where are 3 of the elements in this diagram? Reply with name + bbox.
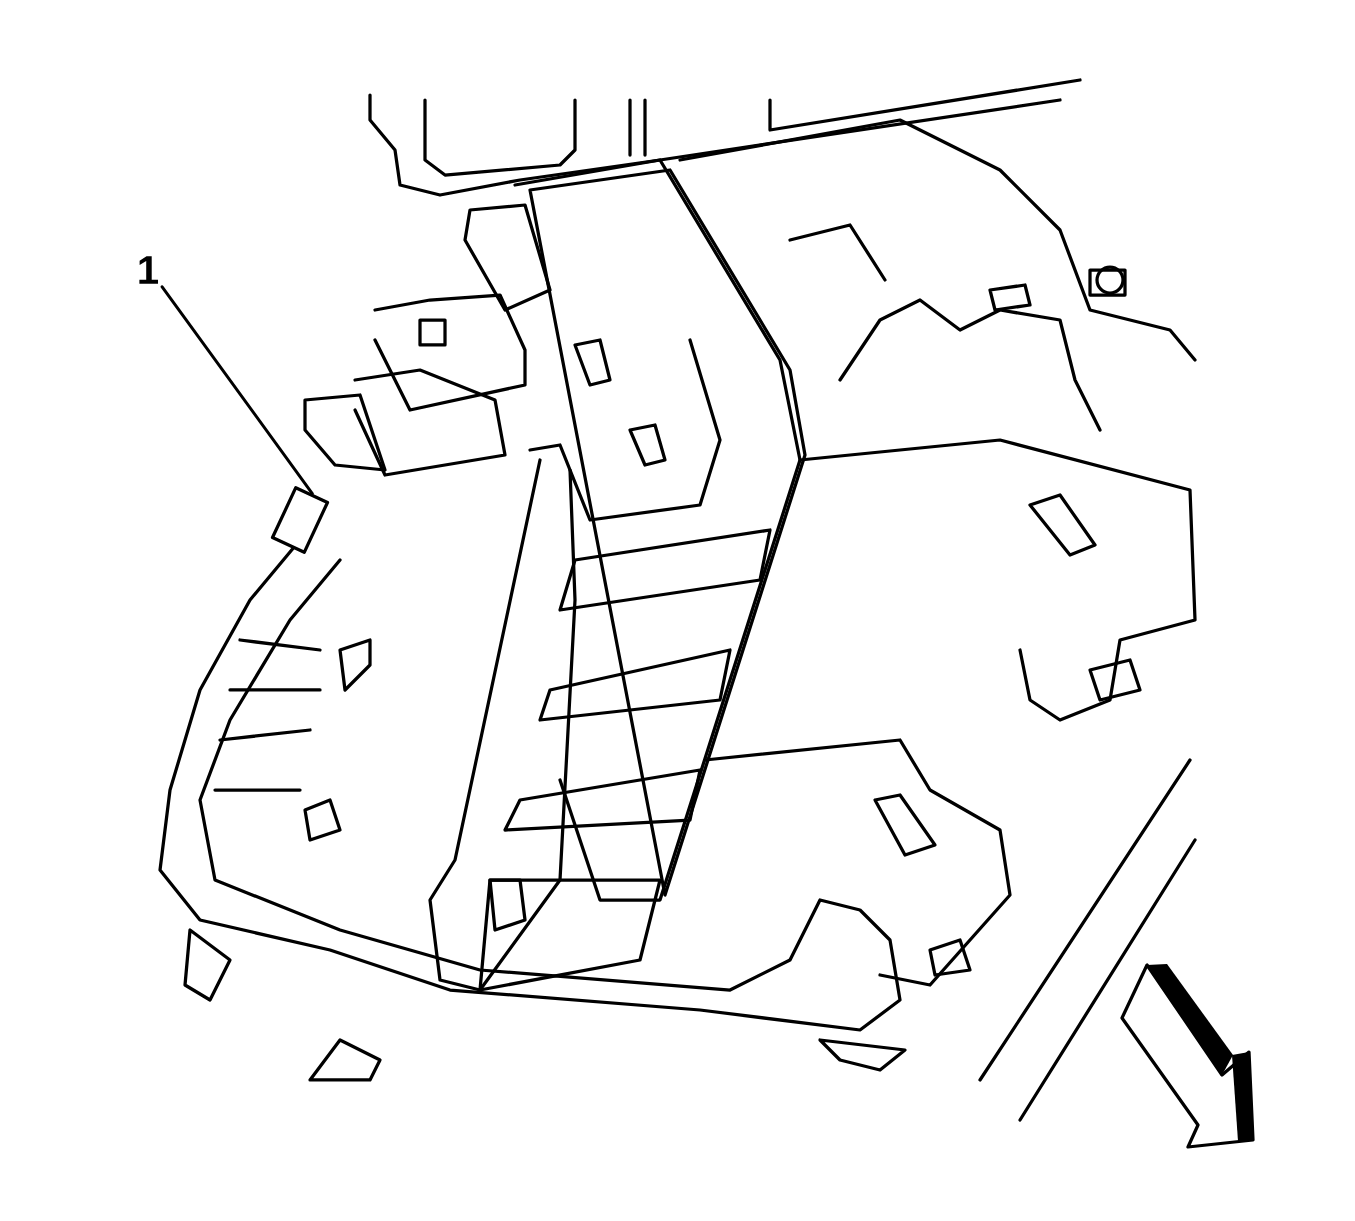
leader-line — [160, 285, 314, 496]
callout-number: 1 — [139, 256, 158, 284]
connector-tab — [270, 486, 330, 554]
